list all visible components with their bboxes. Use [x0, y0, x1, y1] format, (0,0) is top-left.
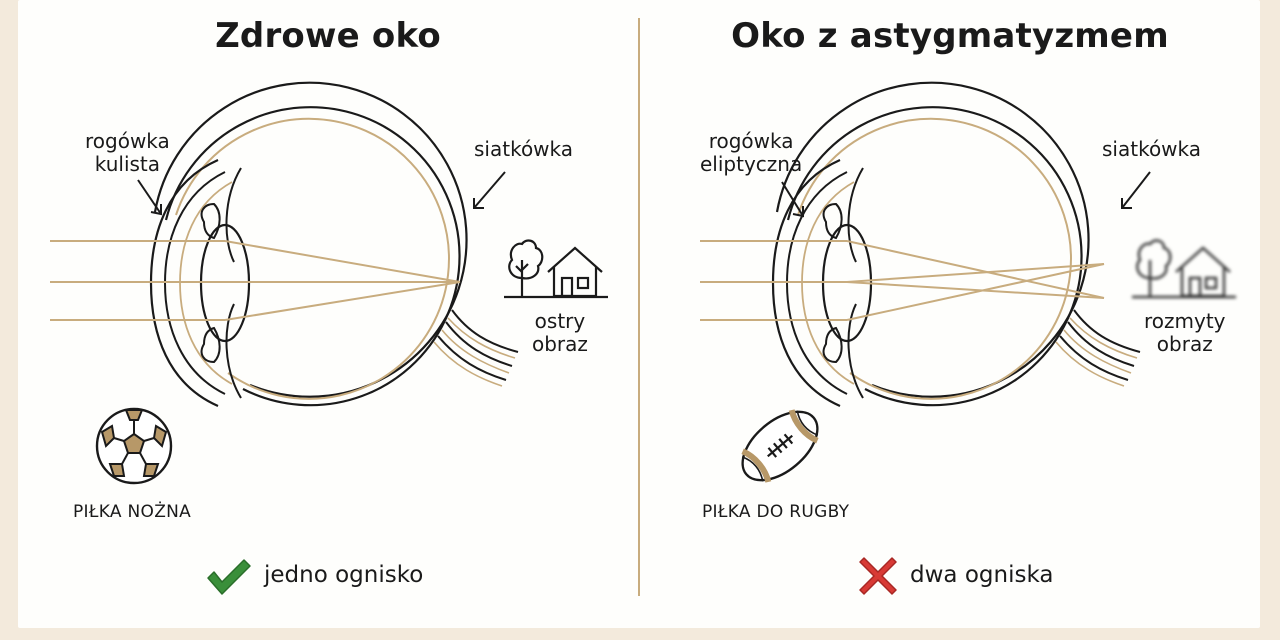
ciliary-body: [847, 167, 864, 399]
astigmatic-eye-diagram: [700, 81, 1151, 408]
iris-bottom: [200, 326, 221, 364]
optic-nerve: [437, 309, 519, 381]
infographic-frame: Zdrowe oko rogówka kulista siatkówka ost…: [18, 0, 1260, 628]
healthy-eye-diagram: [50, 81, 519, 408]
ray-mid-lower-refracted: [846, 281, 1105, 299]
verdict-text: jedno ognisko: [264, 562, 424, 588]
healthy-eye-panel: Zdrowe oko rogówka kulista siatkówka ost…: [18, 0, 638, 628]
sclera-inner: [164, 106, 461, 407]
panel-title: Zdrowe oko: [215, 16, 441, 56]
iris-bottom: [822, 326, 843, 364]
panel-divider: [638, 18, 640, 596]
verdict-text: dwa ogniska: [910, 562, 1054, 588]
iris-top: [200, 202, 221, 240]
image-label: rozmyty obraz: [1144, 309, 1226, 356]
iris-top: [822, 202, 843, 240]
optic-nerve: [1059, 309, 1141, 381]
choroid-gold: [175, 117, 450, 400]
soccer-ball-icon: [95, 407, 173, 485]
retina-label: siatkówka: [1102, 137, 1202, 161]
cornea-label: rogówka eliptyczna: [700, 129, 803, 176]
ray-top-refracted: [224, 240, 461, 283]
ray-bottom-refracted: [224, 281, 461, 321]
astigmatic-eye-panel: Oko z astygmatyzmem rogówka eliptyczna s…: [640, 0, 1260, 628]
ray-mid-upper-refracted: [846, 263, 1105, 283]
arrow-retina: [473, 171, 506, 209]
image-label: ostry obraz: [532, 309, 588, 356]
cross-icon: [859, 557, 897, 595]
ball-caption: PIŁKA DO RUGBY: [702, 502, 850, 522]
sclera-inner: [786, 106, 1083, 407]
retina-label: siatkówka: [474, 137, 574, 161]
arrow-cornea: [137, 179, 162, 216]
check-icon: [207, 559, 251, 595]
arrow-retina: [1121, 171, 1151, 209]
ray-top-refracted: [846, 240, 1105, 299]
blurred-tree-house-icon: [1132, 239, 1236, 299]
rugby-ball-icon: [741, 409, 819, 483]
sharp-tree-house-icon: [504, 239, 608, 299]
ball-caption: PIŁKA NOŻNA: [73, 502, 192, 522]
cornea-label: rogówka kulista: [85, 129, 170, 176]
panel-title: Oko z astygmatyzmem: [731, 16, 1169, 56]
optic-nerve-gold: [433, 317, 516, 387]
optic-nerve-gold: [1055, 317, 1138, 387]
ciliary-body: [225, 167, 242, 399]
ray-bottom-refracted: [846, 263, 1105, 321]
arrow-cornea: [781, 181, 804, 218]
choroid-gold: [797, 117, 1072, 400]
